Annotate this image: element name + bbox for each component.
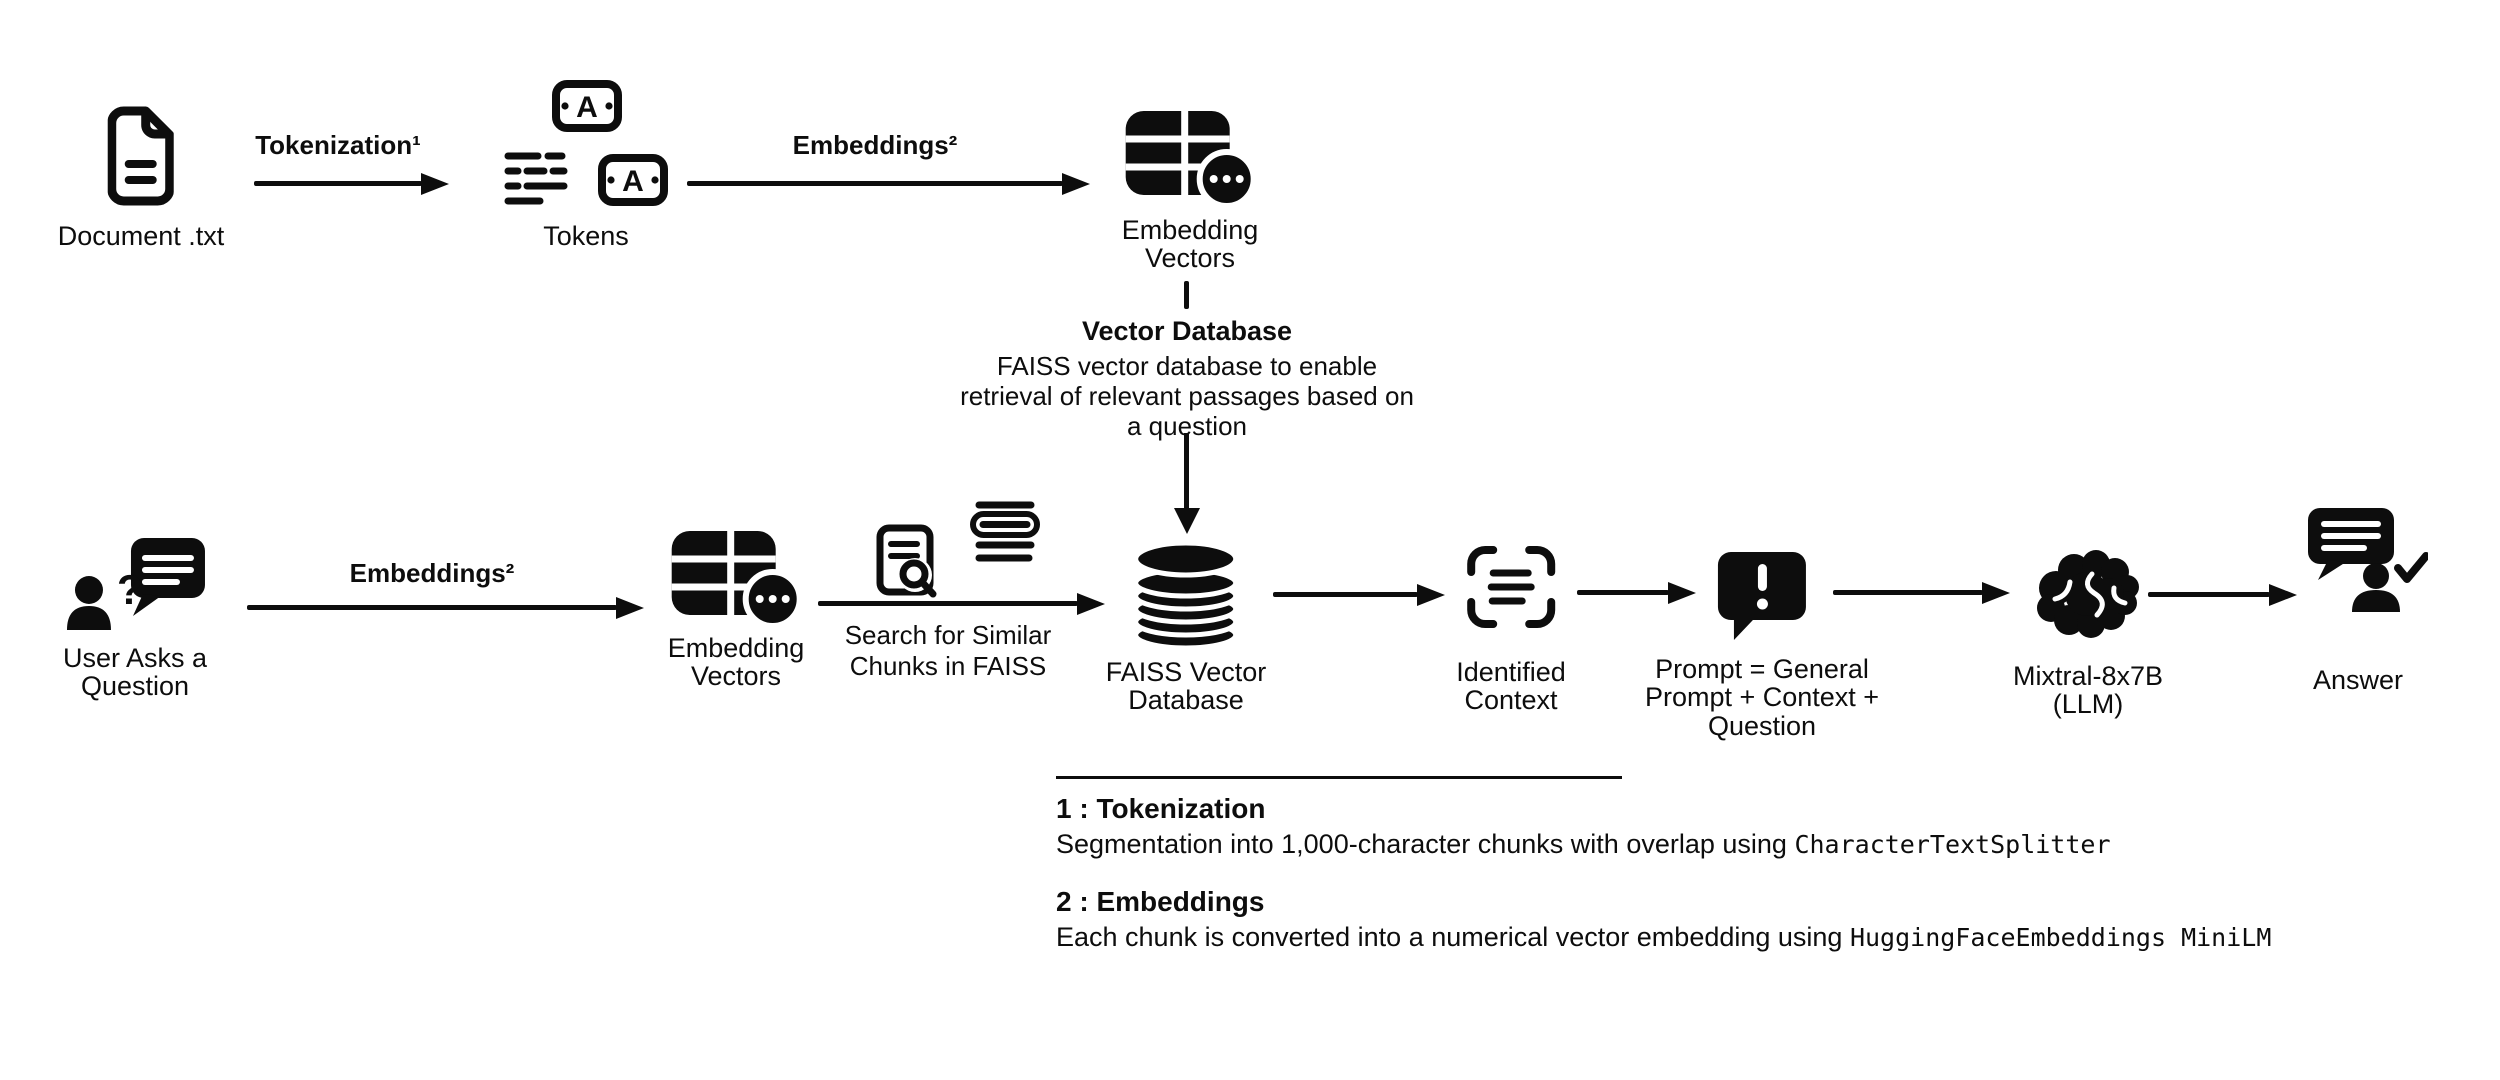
footnotes-divider (1056, 776, 1622, 779)
database-to-context-arrow (1273, 592, 1418, 597)
tokens-label: Tokens (543, 221, 629, 251)
node-identified-context: Identified Context (1456, 544, 1566, 715)
token-box-bottom: A (598, 154, 668, 206)
node-user-question: ? User Asks a Question (63, 538, 207, 701)
embeddings-bottom-arrow (247, 605, 617, 610)
database-icon (1133, 540, 1239, 650)
node-tokens: A A Tokens (502, 78, 670, 250)
embeddings-top-arrow-assembly: Embeddings² (687, 130, 1063, 186)
note-connector-tick (1184, 281, 1189, 309)
llm-label: Mixtral-8x7B (LLM) (2012, 661, 2164, 720)
footnote-1-body: Segmentation into 1,000-character chunks… (1056, 829, 2456, 860)
embedding-vectors-top-label: Embedding Vectors (1121, 215, 1259, 274)
node-embedding-vectors-bottom: Embedding Vectors (667, 528, 805, 692)
embeddings-bottom-arrow-label: Embeddings² (349, 558, 515, 588)
node-prompt: Prompt = General Prompt + Context + Ques… (1645, 549, 1879, 740)
user-question-icon: ? (66, 538, 205, 630)
svg-text:A: A (622, 165, 644, 198)
footnote-1-code: CharacterTextSplitter (1794, 830, 2111, 859)
token-box-top: A (552, 80, 622, 132)
user-question-label: User Asks a Question (62, 643, 208, 702)
person-silhouette (2352, 563, 2400, 612)
note-to-database-arrow (1184, 433, 1189, 509)
node-llm: Mixtral-8x7B (LLM) (2013, 548, 2163, 719)
chunks-icon (970, 501, 1040, 562)
footnote-2-heading: 2 : Embeddings (1056, 886, 1265, 917)
prompt-to-llm-arrow (1833, 590, 1983, 595)
identified-context-label: Identified Context (1456, 657, 1566, 716)
token-lines (504, 152, 568, 205)
node-faiss-database: FAISS Vector Database (1105, 538, 1267, 716)
footnote-2-text: Each chunk is converted into a numerical… (1056, 922, 1850, 952)
person-silhouette (66, 576, 111, 630)
llm-to-answer-arrow (2148, 592, 2270, 597)
search-arrow (818, 601, 1078, 606)
tokenization-arrow-assembly: Tokenization¹ (250, 130, 426, 186)
footnote-2-code: HuggingFaceEmbeddings MiniLM (1849, 923, 2272, 952)
search-arrow-label: Search for Similar Chunks in FAISS (844, 620, 1052, 681)
embeddings-bottom-arrow-assembly: Embeddings² (247, 558, 617, 610)
vector-database-body: FAISS vector database to enable retrieva… (960, 351, 1414, 442)
embedding-vectors-icon (1125, 111, 1257, 209)
embeddings-top-arrow (687, 181, 1063, 186)
vector-database-heading: Vector Database (1081, 316, 1293, 346)
question-mark: ? (117, 566, 143, 613)
answer-label: Answer (2312, 665, 2404, 695)
footnote-2-body: Each chunk is converted into a numerical… (1056, 922, 2456, 953)
document-label: Document .txt (57, 221, 225, 251)
node-answer: Answer (2288, 506, 2428, 694)
node-embedding-vectors-top: Embedding Vectors (1121, 108, 1259, 274)
tokenization-arrow-label: Tokenization¹ (255, 130, 421, 160)
search-document-icon (876, 524, 937, 598)
search-arrow-assembly: Search for Similar Chunks in FAISS (818, 601, 1078, 682)
footnote-1-text: Segmentation into 1,000-character chunks… (1056, 829, 1795, 859)
prompt-exclamation-icon (1718, 552, 1806, 640)
embedding-vectors-bottom-label: Embedding Vectors (667, 633, 805, 692)
footnote-1-heading: 1 : Tokenization (1056, 793, 1266, 824)
prompt-label: Prompt = General Prompt + Context + Ques… (1644, 654, 1880, 741)
node-document: Document .txt (57, 106, 225, 251)
embeddings-top-arrow-label: Embeddings² (792, 130, 958, 160)
embedding-vectors-icon (671, 531, 803, 629)
speech-bubble (2308, 508, 2394, 580)
tokenization-arrow (254, 181, 422, 186)
svg-text:A: A (576, 91, 598, 124)
checkmark (2394, 552, 2428, 583)
vector-database-note: Vector Database FAISS vector database to… (960, 316, 1414, 441)
speech-bubble (130, 538, 205, 616)
brain-icon (2037, 550, 2139, 638)
tokens-icon: A A (504, 80, 668, 206)
footnotes: 1 : Tokenization Segmentation into 1,000… (1056, 776, 2456, 953)
document-icon (108, 106, 174, 206)
faiss-database-label: FAISS Vector Database (1105, 657, 1267, 716)
context-to-prompt-arrow (1577, 590, 1669, 595)
scan-text-icon (1467, 546, 1555, 628)
answer-icon (2308, 508, 2428, 612)
